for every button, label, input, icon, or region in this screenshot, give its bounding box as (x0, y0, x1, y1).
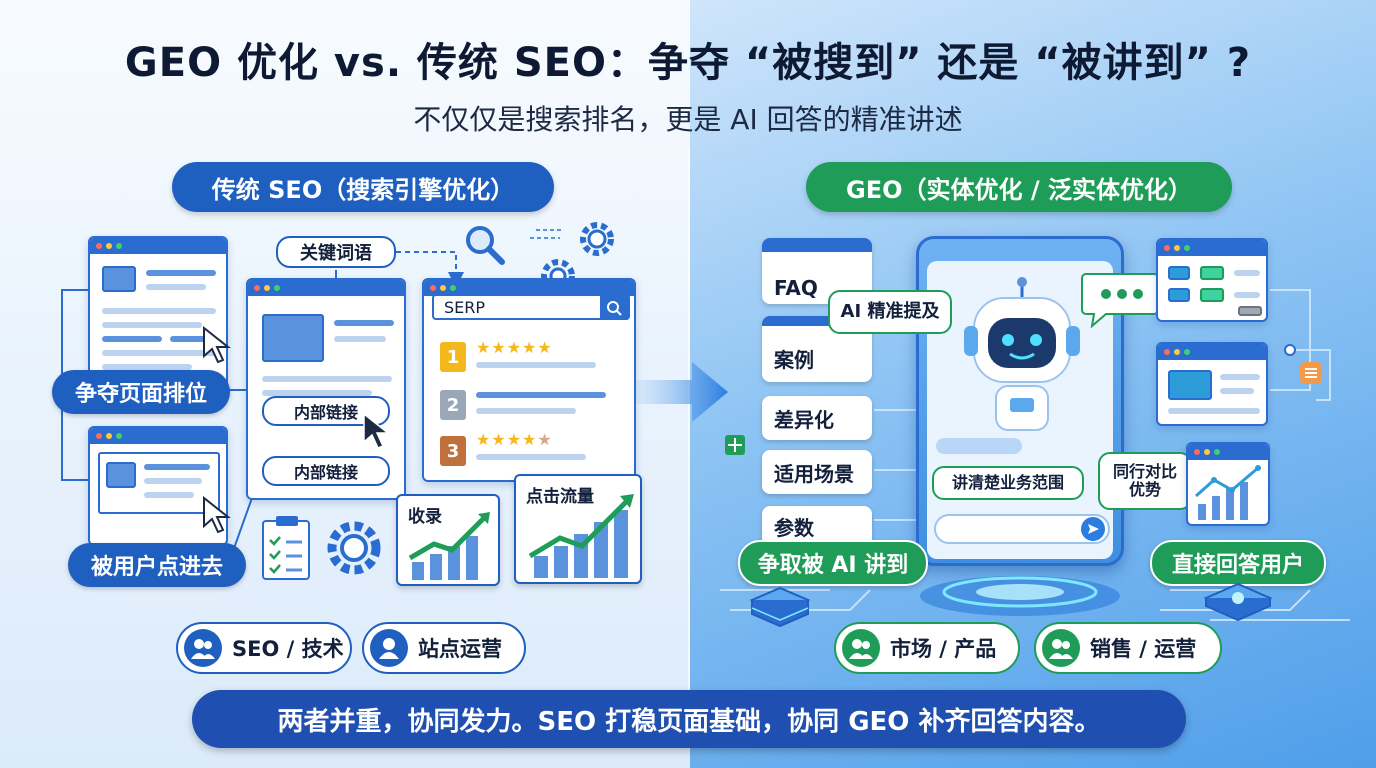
parameters-card: 参数 (762, 506, 872, 546)
role-site-ops-label: 站点运营 (418, 637, 502, 661)
footer-banner: 两者并重，协同发力。SEO 打稳页面基础，协同 GEO 补齐回答内容。 (192, 690, 1186, 748)
role-sales-ops: 销售 / 运营 (1034, 622, 1222, 674)
rank-badge-1: 1 (440, 342, 466, 372)
chat-input[interactable] (934, 514, 1110, 544)
keyword-tag: 关键词语 (276, 236, 396, 268)
rank-badge-2: 2 (440, 390, 466, 420)
main-title: GEO 优化 vs. 传统 SEO：争夺 “被搜到” 还是 “被讲到” ? (124, 40, 1252, 86)
scenario-card: 适用场景 (762, 450, 872, 494)
rating-stars-3: ★★★★★ (476, 430, 553, 449)
ai-mentioned-pill: 争取被 AI 讲到 (738, 540, 928, 586)
role-sales-ops-label: 销售 / 运营 (1090, 637, 1197, 661)
team-avatar-icon-green-2 (1042, 629, 1080, 667)
user-avatar-icon (370, 629, 408, 667)
geo-circuit-lines (720, 289, 1350, 621)
role-seo-tech: SEO / 技术 (176, 622, 352, 674)
ai-robot-icon (964, 277, 1080, 431)
case-card-label: 案例 (774, 348, 814, 372)
indexing-chart-card: 收录 (396, 494, 500, 586)
internal-link-tag-2: 内部链接 (262, 456, 390, 486)
search-magnifier-icon (466, 226, 505, 265)
cursor-icon (203, 326, 231, 364)
business-scope-bubble: 讲清楚业务范围 (932, 466, 1084, 500)
geo-section-header: GEO（实体优化 / 泛实体优化） (806, 162, 1232, 212)
gear-icon-small (580, 222, 614, 256)
geo-dashboard-window-1 (1156, 238, 1268, 322)
cursor-icon-2 (203, 496, 231, 534)
chat-placeholder-line (936, 438, 1022, 454)
traffic-chart-label: 点击流量 (526, 487, 594, 507)
scenario-card-label: 适用场景 (774, 461, 854, 486)
transition-arrow-icon (636, 362, 728, 422)
sparkle-icon (725, 435, 745, 455)
divider (688, 150, 690, 710)
checklist-icon (262, 516, 310, 580)
server-stack-icon (749, 586, 811, 628)
database-icon (1300, 362, 1322, 384)
role-site-ops: 站点运营 (362, 622, 526, 674)
chat-bubble-icon (1081, 273, 1159, 328)
chip-icon (1203, 582, 1273, 622)
serp-window: SERP 1 ★★★★★ 2 3 ★★★★★ (422, 278, 636, 482)
role-marketing-product-label: 市场 / 产品 (890, 637, 997, 661)
ai-mention-bubble: AI 精准提及 (828, 290, 952, 334)
hologram-platform (920, 576, 1120, 616)
subtitle: 不仅仅是搜索排名，更是 AI 回答的精准讲述 (413, 103, 963, 136)
differentiation-card: 差异化 (762, 396, 872, 440)
seo-section-header: 传统 SEO（搜索引擎优化） (172, 162, 554, 212)
parameters-card-label: 参数 (774, 515, 814, 540)
rank-position-pill: 争夺页面排位 (52, 370, 230, 414)
send-icon[interactable] (1080, 516, 1106, 542)
user-click-pill: 被用户点进去 (68, 543, 246, 587)
rating-stars-1: ★★★★★ (476, 338, 553, 357)
traffic-chart-card: 点击流量 (514, 474, 642, 584)
case-card: 案例 (762, 316, 872, 382)
serp-search-button (600, 294, 630, 320)
differentiation-card-label: 差异化 (774, 407, 834, 432)
role-marketing-product: 市场 / 产品 (834, 622, 1020, 674)
search-icon (607, 301, 622, 316)
team-avatar-icon-green (842, 629, 880, 667)
cursor-icon-3 (363, 412, 391, 449)
peer-compare-bubble: 同行对比 优势 (1098, 452, 1192, 510)
geo-dashboard-window-2 (1156, 342, 1268, 426)
geo-growth-chart-window (1186, 442, 1270, 526)
indexing-chart-label: 收录 (408, 507, 442, 527)
direct-answer-pill: 直接回答用户 (1150, 540, 1326, 586)
rank-badge-3: 3 (440, 436, 466, 466)
team-avatar-icon (184, 629, 222, 667)
faq-card-label: FAQ (774, 276, 818, 300)
gear-icon-large (327, 521, 381, 575)
role-seo-tech-label: SEO / 技术 (232, 637, 344, 661)
serp-search-label: SERP (444, 298, 486, 317)
